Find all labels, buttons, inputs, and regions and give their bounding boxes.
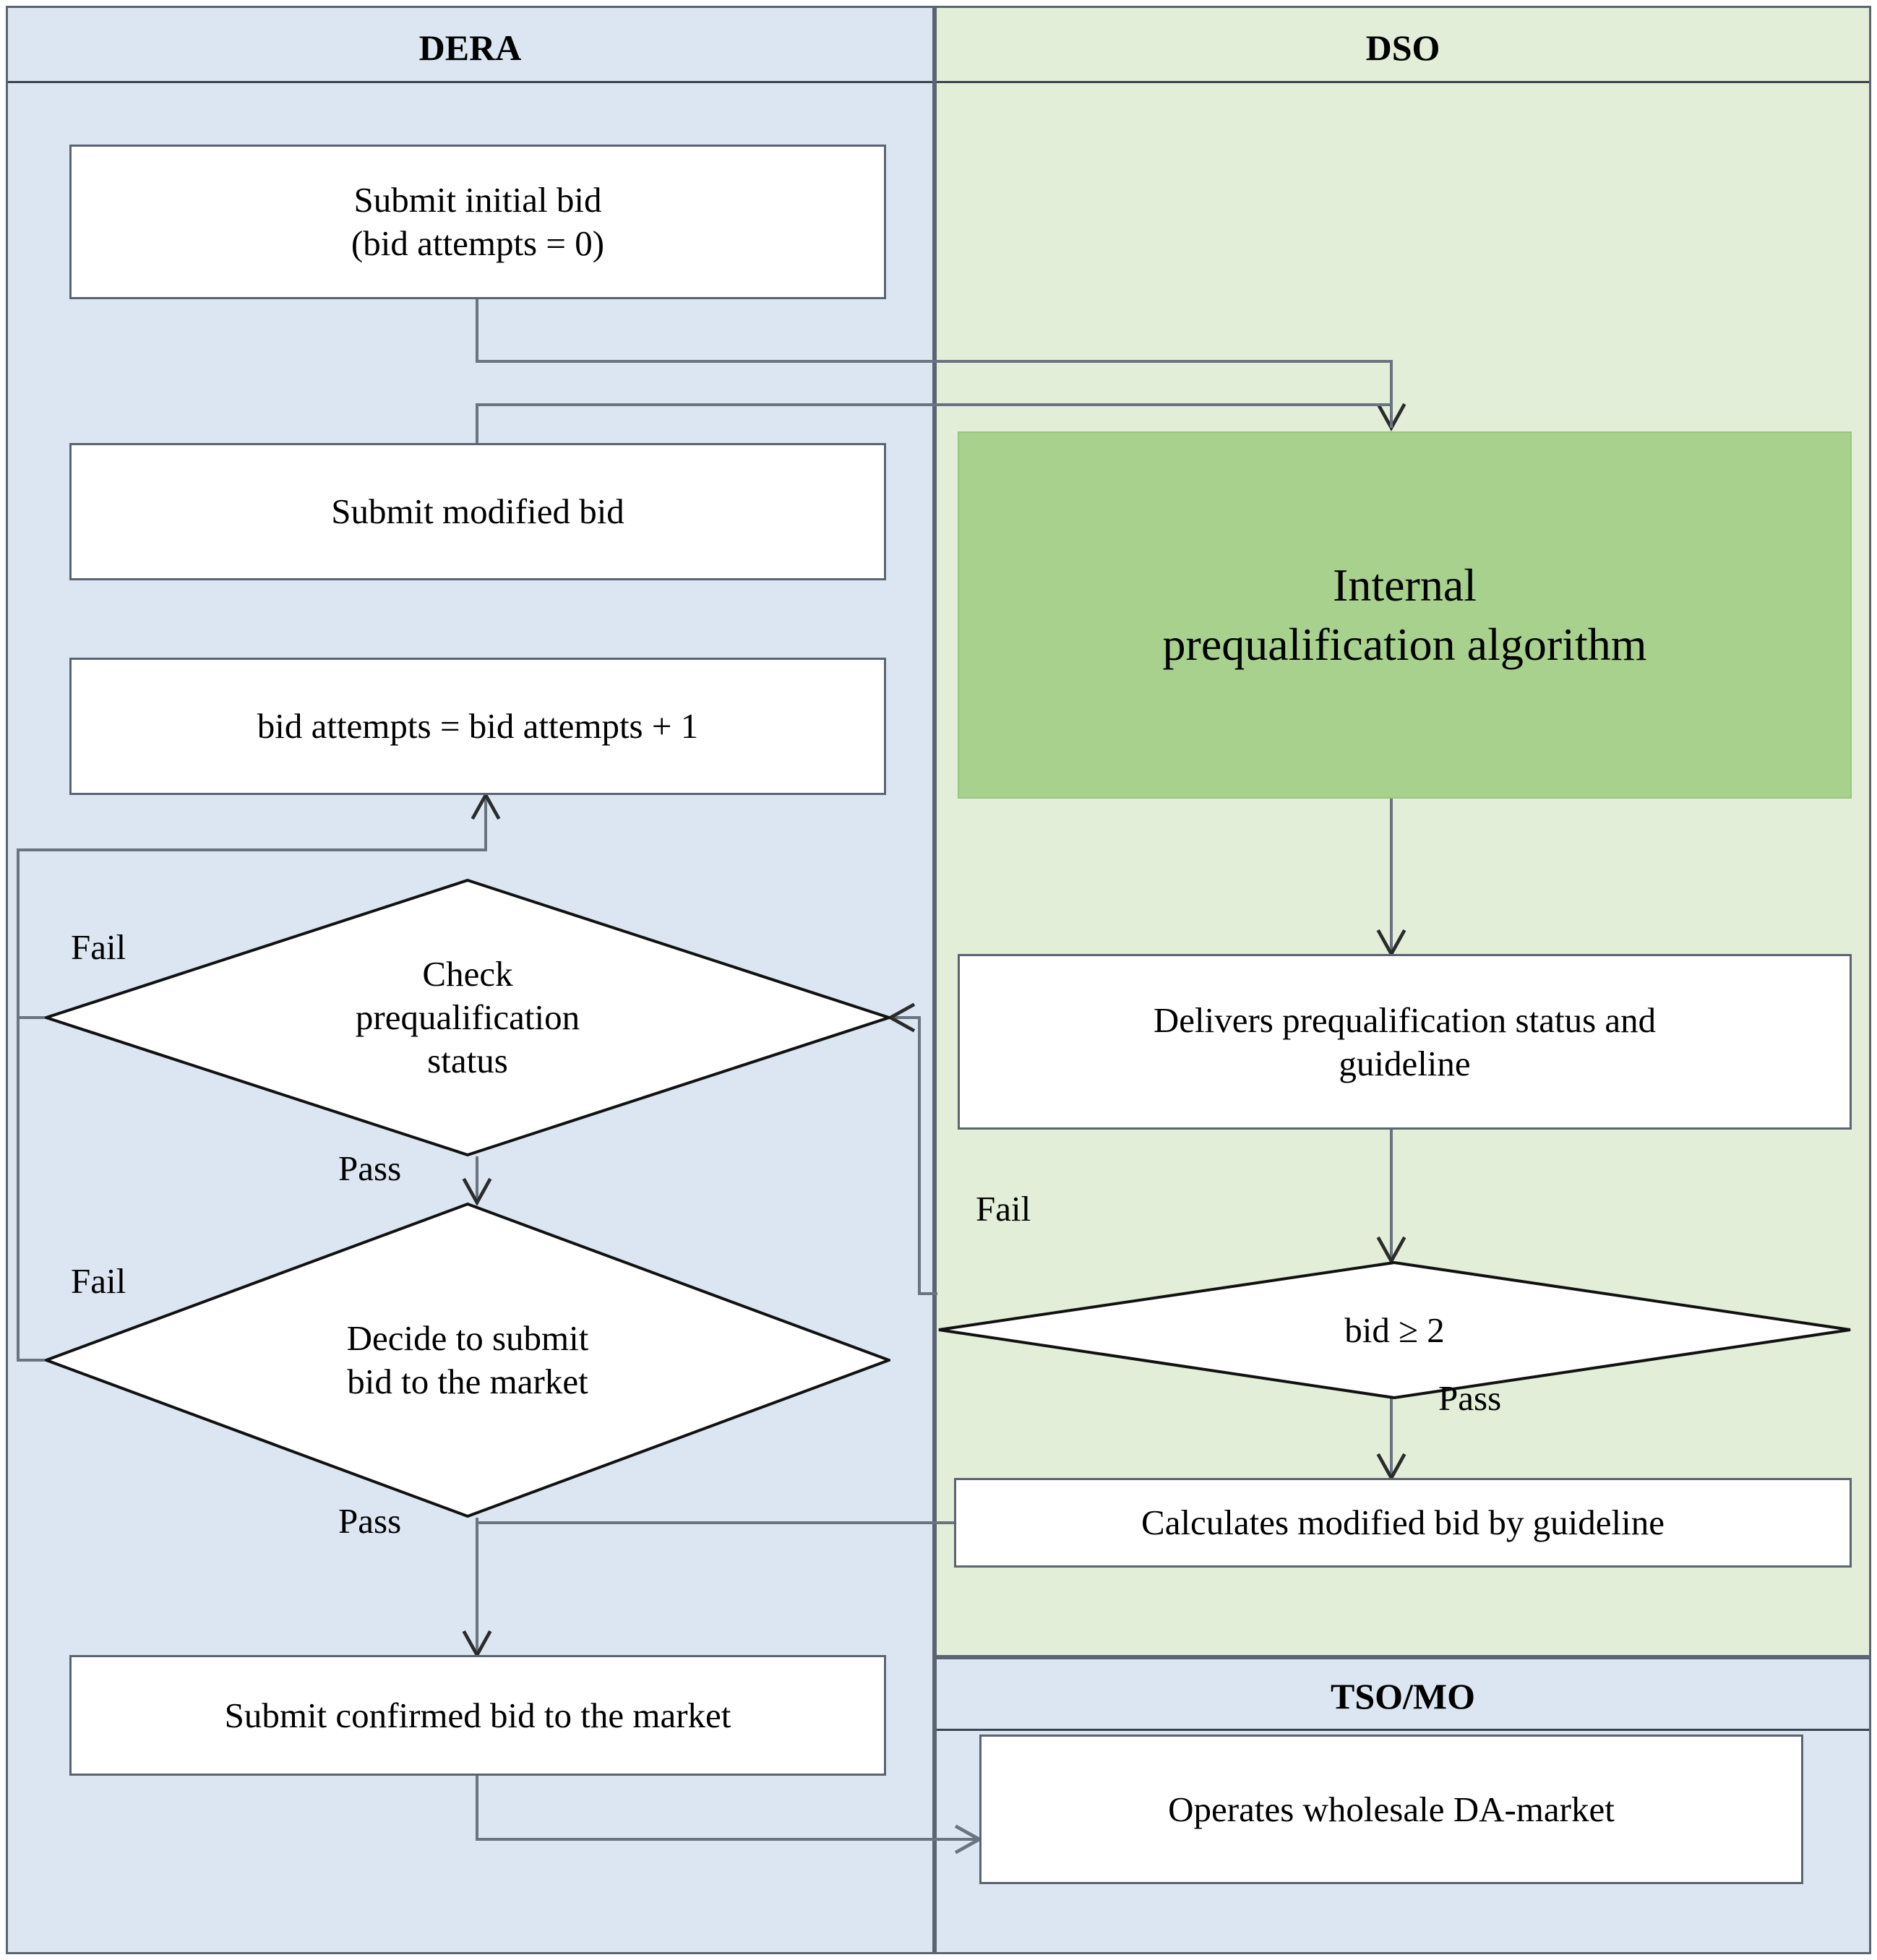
edge-label-bid-fail: Fail	[976, 1189, 1031, 1229]
node-delivers-prequalification-status[interactable]: Delivers prequalification status and gui…	[958, 954, 1852, 1130]
node-check-prequalification-status[interactable]: Check prequalification status	[45, 879, 890, 1156]
swimlane-dera-divider	[8, 81, 932, 83]
node-operates-wholesale-da-market-text: Operates wholesale DA-market	[1168, 1789, 1615, 1829]
node-increment-bid-attempts[interactable]: bid attempts = bid attempts + 1	[69, 658, 886, 795]
node-calculates-modified-bid[interactable]: Calculates modified bid by guideline	[954, 1478, 1852, 1568]
node-increment-bid-attempts-text: bid attempts = bid attempts + 1	[257, 706, 699, 747]
swimlane-dso-title: DSO	[1365, 27, 1440, 68]
node-submit-modified-bid[interactable]: Submit modified bid	[69, 443, 886, 580]
swimlane-dso-divider	[937, 81, 1869, 83]
node-bid-ge-2[interactable]: bid ≥ 2	[937, 1261, 1852, 1399]
edge-label-decide-fail: Fail	[71, 1261, 126, 1301]
swimlane-tso-title: TSO/MO	[1330, 1676, 1476, 1716]
node-submit-confirmed-bid-text: Submit confirmed bid to the market	[224, 1695, 731, 1735]
edge-label-decide-pass: Pass	[338, 1501, 402, 1541]
swimlane-tso-divider	[937, 1729, 1869, 1731]
node-operates-wholesale-da-market[interactable]: Operates wholesale DA-market	[979, 1735, 1803, 1884]
node-submit-confirmed-bid[interactable]: Submit confirmed bid to the market	[69, 1655, 886, 1776]
node-submit-modified-bid-text: Submit modified bid	[331, 491, 624, 532]
decide-submit-bid-shape	[45, 1203, 890, 1518]
node-delivers-prequalification-status-text: Delivers prequalification status and gui…	[1153, 1000, 1657, 1083]
node-internal-prequalification-algorithm-text: Internal prequalification algorithm	[1162, 559, 1647, 670]
node-decide-submit-bid[interactable]: Decide to submit bid to the market	[45, 1203, 890, 1518]
swimlane-dso: DSO	[935, 6, 1871, 1657]
bid-ge-2-shape	[938, 1261, 1851, 1399]
check-prequalification-status-shape	[45, 879, 890, 1156]
swimlane-dera-title: DERA	[418, 27, 522, 68]
node-internal-prequalification-algorithm[interactable]: Internal prequalification algorithm	[958, 431, 1852, 799]
node-submit-initial-bid[interactable]: Submit initial bid (bid attempts = 0)	[69, 145, 886, 299]
edge-label-check-pass: Pass	[338, 1148, 402, 1188]
edge-label-check-fail: Fail	[71, 927, 126, 967]
node-submit-initial-bid-text: Submit initial bid (bid attempts = 0)	[351, 180, 605, 263]
node-calculates-modified-bid-text: Calculates modified bid by guideline	[1141, 1503, 1665, 1543]
edge-label-bid-pass: Pass	[1438, 1378, 1502, 1418]
